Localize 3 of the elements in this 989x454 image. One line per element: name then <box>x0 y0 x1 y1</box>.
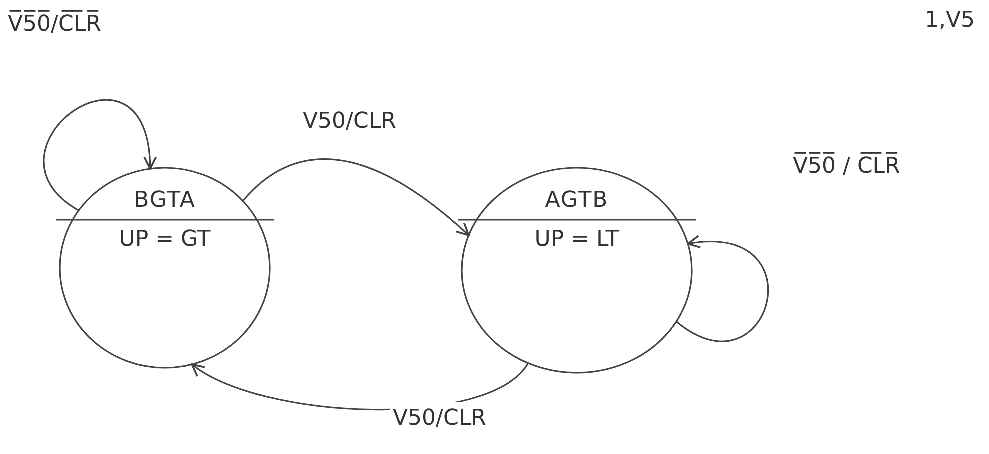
transition-arrow <box>676 236 769 342</box>
transition-arrow <box>242 158 470 236</box>
note-text: 1,V5 <box>925 8 976 33</box>
